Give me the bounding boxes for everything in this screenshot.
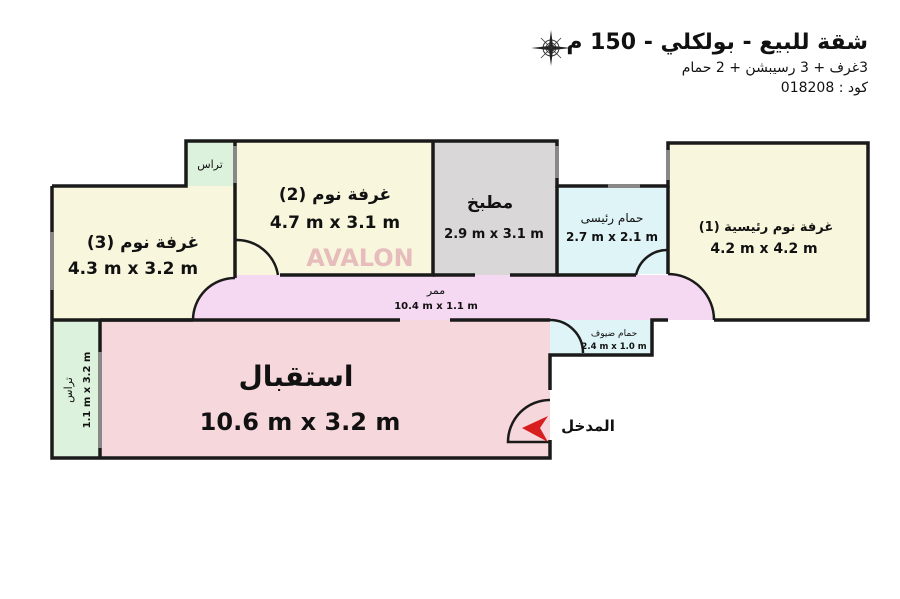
corridor-label: ممر bbox=[426, 284, 445, 297]
master-bedroom-size: 4.2 m x 4.2 m bbox=[710, 241, 817, 257]
master-bath-label: حمام رئيسى bbox=[581, 211, 644, 226]
master-bedroom-door[interactable] bbox=[668, 274, 714, 320]
terrace-top-area bbox=[186, 141, 235, 186]
bedroom2-label: غرفة نوم (2) bbox=[279, 185, 391, 205]
terrace-left-size: 1.1 m x 3.2 m bbox=[82, 352, 93, 429]
compass-rose-icon bbox=[531, 30, 571, 66]
watermark: AVALON bbox=[306, 244, 413, 272]
corridor-area bbox=[235, 275, 668, 320]
entrance-arrow-icon bbox=[522, 416, 548, 442]
master-bath-area bbox=[557, 186, 668, 274]
listing-code: كود : 018208 bbox=[780, 80, 868, 96]
terrace-left-label: تراس bbox=[62, 377, 75, 403]
master-bedroom-label: غرفة نوم رئيسية (1) bbox=[699, 220, 834, 235]
reception-size: 10.6 m x 3.2 m bbox=[200, 408, 401, 436]
bedroom3-size: 4.3 m x 3.2 m bbox=[68, 259, 198, 279]
corridor-size: 10.4 m x 1.1 m bbox=[394, 301, 478, 312]
bedroom2-size: 4.7 m x 3.1 m bbox=[270, 213, 400, 233]
guest-bath-label: حمام ضيوف bbox=[591, 329, 637, 339]
windows bbox=[50, 146, 670, 448]
terrace-left-area bbox=[52, 320, 100, 458]
kitchen-area bbox=[433, 141, 557, 275]
guest-bath-size: 2.4 m x 1.0 m bbox=[581, 342, 646, 352]
entrance-label: المدخل bbox=[561, 417, 615, 435]
kitchen-size: 2.9 m x 3.1 m bbox=[444, 227, 544, 242]
kitchen-label: مطبخ bbox=[467, 193, 513, 213]
bedroom3-door[interactable] bbox=[193, 278, 235, 320]
terrace-top-label: تراس bbox=[197, 158, 223, 171]
bedroom3-label: غرفة نوم (3) bbox=[87, 233, 199, 253]
master-bath-size: 2.7 m x 2.1 m bbox=[566, 230, 658, 244]
listing-title: شقة للبيع - بولكلي - 150 م bbox=[566, 30, 868, 55]
reception-area bbox=[100, 320, 550, 458]
reception-label: استقبال bbox=[239, 360, 354, 393]
listing-subtitle: 3غرف + 3 رسيبشن + 2 حمام bbox=[681, 60, 868, 76]
